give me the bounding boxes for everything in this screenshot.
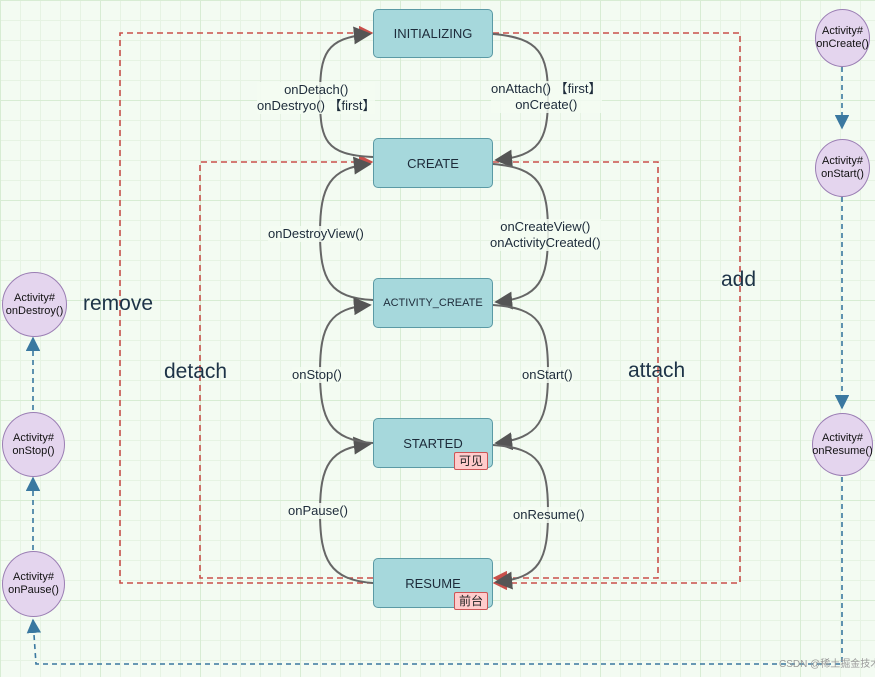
visible-tag: 可见 xyxy=(454,452,489,470)
activity-on-destroy-node: Activity# onDestroy() xyxy=(2,272,67,337)
activity-on-create-line2: onCreate() xyxy=(816,38,869,50)
state-resume-label: RESUME xyxy=(405,575,461,591)
state-activity-create-label: ACTIVITY_CREATE xyxy=(383,297,483,309)
on-stop-label: onStop() xyxy=(292,367,342,383)
on-pause-label: onPause() xyxy=(288,503,348,519)
attach-label: attach xyxy=(628,359,686,382)
activity-on-resume-line2: onResume() xyxy=(812,444,873,457)
activity-on-resume-node: Activity# onResume() xyxy=(812,413,873,476)
activity-on-start-node: Activity# onStart() xyxy=(815,139,870,197)
add-connector xyxy=(492,32,741,591)
on-attach-first-text: onAttach() 【first】 xyxy=(491,81,602,96)
foreground-tag: 前台 xyxy=(454,592,489,610)
detach-connector xyxy=(199,154,374,579)
state-create-label: CREATE xyxy=(407,155,459,171)
activity-on-destroy-line2: onDestroy() xyxy=(5,304,64,317)
activity-on-pause-line1: Activity# xyxy=(13,571,54,583)
state-started-label: STARTED xyxy=(403,435,463,451)
activity-on-create-line1: Activity# xyxy=(822,25,863,37)
on-attach-label: onAttach() 【first】 onCreate() xyxy=(491,81,602,113)
activity-on-destroy-line1: Activity# xyxy=(14,291,55,304)
state-initializing[interactable]: INITIALIZING xyxy=(373,9,493,58)
watermark: CSDN @稀土掘金技术社区 xyxy=(779,659,875,670)
remove-label: remove xyxy=(83,292,154,315)
attach-connector xyxy=(492,161,659,586)
state-create[interactable]: CREATE xyxy=(373,138,493,188)
activity-on-start-line2: onStart() xyxy=(821,168,864,180)
activity-on-create-node: Activity# onCreate() xyxy=(815,9,870,67)
on-create-view-label: onCreateView() onActivityCreated() xyxy=(490,219,601,251)
on-create-text: onCreate() xyxy=(515,97,578,112)
on-start-label: onStart() xyxy=(522,367,573,383)
add-label: add xyxy=(721,268,757,291)
state-resume[interactable]: RESUME xyxy=(373,558,493,608)
activity-on-stop-line1: Activity# xyxy=(13,431,54,444)
on-destroy-first-text: onDestryo() 【first】 xyxy=(257,98,376,113)
on-destroy-view-label: onDestroyView() xyxy=(268,226,364,242)
on-detach-text: onDetach() xyxy=(284,82,349,97)
activity-resume-to-pause-connector xyxy=(26,477,843,665)
activity-on-pause-node: Activity# onPause() xyxy=(2,551,65,617)
activity-on-start-line1: Activity# xyxy=(822,155,863,167)
state-activity-create[interactable]: ACTIVITY_CREATE xyxy=(373,278,493,328)
on-resume-label: onResume() xyxy=(513,507,585,523)
activity-on-stop-node: Activity# onStop() xyxy=(2,412,65,477)
remove-connector xyxy=(119,25,374,584)
on-detach-label: onDetach() onDestryo() 【first】 xyxy=(257,82,376,114)
detach-label: detach xyxy=(164,360,228,383)
activity-on-resume-line1: Activity# xyxy=(822,431,863,444)
activity-on-pause-line2: onPause() xyxy=(8,584,59,596)
on-activity-created-text: onActivityCreated() xyxy=(490,235,601,250)
state-initializing-label: INITIALIZING xyxy=(393,26,473,41)
activity-on-stop-line2: onStop() xyxy=(12,444,55,457)
on-create-view-text: onCreateView() xyxy=(500,219,591,234)
